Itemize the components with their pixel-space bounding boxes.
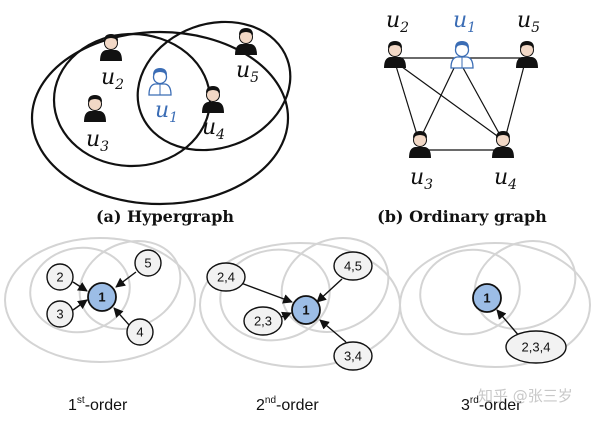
arrows — [72, 271, 137, 327]
svg-text:2,4: 2,4 — [217, 270, 235, 285]
panel-b-ordinary-graph: u2 u1 u5 u3 u4 (b) Ordinary graph — [377, 8, 547, 226]
user-icon — [450, 40, 474, 69]
neighbor-node: 4 — [126, 318, 154, 346]
user-label: u5 — [236, 58, 259, 86]
svg-text:3,4: 3,4 — [344, 349, 362, 364]
svg-text:4: 4 — [136, 325, 143, 340]
user-label: u1 — [453, 8, 476, 36]
hyperedge — [136, 20, 292, 152]
neighbor-node: 2,4 — [206, 262, 246, 292]
svg-text:2: 2 — [56, 270, 63, 285]
order-label: 1st-order — [68, 395, 128, 414]
svg-text:4,5: 4,5 — [344, 259, 362, 274]
center-node: 1 — [472, 283, 502, 313]
user-label: u4 — [494, 165, 517, 193]
watermark: 知乎 @张三岁 — [478, 387, 573, 405]
svg-text:1: 1 — [483, 291, 490, 306]
user-icon — [201, 85, 225, 114]
order-label: 3rd-order — [461, 395, 522, 414]
user-icon — [148, 67, 172, 96]
neighbor-node: 2,3 — [243, 306, 283, 336]
center-node: 1 — [87, 282, 117, 312]
user-icon — [408, 130, 432, 159]
panel-1st-order: 1 2 3 5 4 1st-order — [4, 237, 196, 414]
svg-text:2,3: 2,3 — [254, 314, 272, 329]
neighbor-node: 3 — [46, 300, 74, 328]
hyperedge — [52, 32, 212, 168]
hyperedge — [30, 30, 290, 206]
center-node: 1 — [291, 295, 321, 325]
arrows — [496, 309, 521, 338]
panel-2nd-order: 1 2,4 2,3 4,5 3,4 2nd-order — [199, 237, 401, 414]
user-icon — [234, 27, 258, 56]
order-label: 2nd-order — [256, 395, 319, 414]
svg-text:2,3,4: 2,3,4 — [522, 340, 551, 355]
user-label: u2 — [101, 65, 124, 93]
user-icon — [83, 94, 107, 123]
panel-3rd-order: 1 2,3,4 3rd-order — [399, 240, 591, 414]
svg-text:5: 5 — [144, 256, 151, 271]
caption-hypergraph: (a) Hypergraph — [96, 207, 234, 226]
user-label: u5 — [517, 8, 540, 36]
panel-a-hypergraph: u2 u1 u5 u3 u4 (a) Hypergraph — [30, 20, 292, 226]
user-icon — [515, 40, 539, 69]
user-label: u4 — [202, 115, 225, 143]
hyperedges-gray — [399, 240, 591, 368]
svg-text:1: 1 — [98, 290, 105, 305]
neighbor-node: 3,4 — [333, 341, 373, 371]
neighbor-node: 5 — [134, 249, 162, 277]
svg-text:1: 1 — [302, 303, 309, 318]
graph-edges — [395, 57, 525, 151]
neighbor-node: 4,5 — [333, 251, 373, 281]
neighbor-node: 2 — [46, 263, 74, 291]
user-label: u2 — [386, 8, 409, 36]
user-label: u1 — [155, 98, 178, 126]
user-label: u3 — [86, 127, 109, 155]
caption-ordinary-graph: (b) Ordinary graph — [377, 207, 547, 226]
user-icon — [383, 40, 407, 69]
hyperedges-gray — [199, 237, 401, 368]
svg-text:3: 3 — [56, 307, 63, 322]
user-label: u3 — [410, 165, 433, 193]
neighbor-node: 2,3,4 — [505, 330, 567, 364]
